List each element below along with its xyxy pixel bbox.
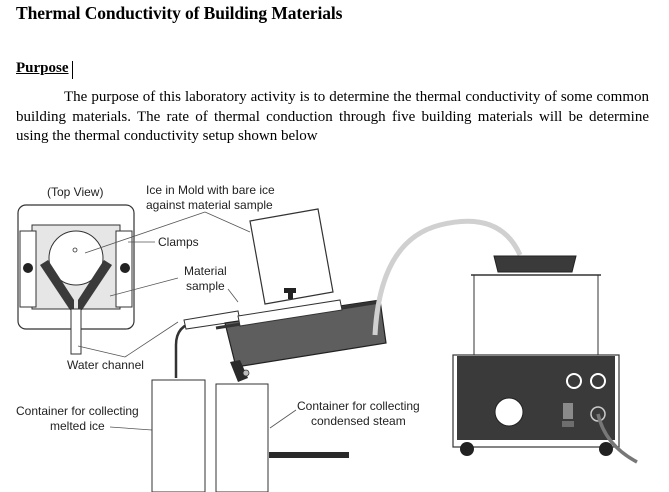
side-view-apparatus	[174, 208, 523, 382]
material-sample-slab	[237, 299, 343, 327]
outlet-screw	[242, 369, 250, 377]
label-material-2: sample	[186, 279, 225, 293]
label-top-view: (Top View)	[47, 185, 103, 199]
power-switch-base	[562, 421, 574, 427]
indicator-light-right	[590, 373, 606, 389]
label-material-1: Material	[184, 264, 227, 278]
label-steam-1: Container for collecting	[297, 399, 420, 413]
top-view-figure	[17, 204, 135, 355]
right-clamp-screw	[120, 263, 130, 273]
left-foot	[460, 442, 474, 456]
left-channel-wing	[40, 260, 74, 310]
ice-mold-knob	[284, 288, 296, 293]
melted-ice-container	[151, 379, 206, 492]
steam-hose	[372, 218, 523, 336]
document-title: Thermal Conductivity of Building Materia…	[16, 3, 343, 23]
label-water-channel: Water channel	[67, 358, 144, 372]
label-ice-mold-2: against material sample	[146, 198, 273, 212]
power-switch	[563, 403, 573, 419]
label-clamps: Clamps	[158, 235, 199, 249]
steam-generator	[452, 255, 638, 464]
steam-outlet	[230, 360, 248, 382]
indicator-light-left	[566, 373, 582, 389]
text-cursor	[72, 61, 73, 79]
right-channel-wing	[78, 260, 112, 310]
right-foot	[599, 442, 613, 456]
section-heading-purpose: Purpose	[16, 60, 69, 76]
label-melted-ice-2: melted ice	[50, 419, 105, 433]
ice-mold-circle	[48, 230, 104, 286]
purpose-paragraph: The purpose of this laboratory activity …	[16, 89, 649, 144]
left-clamp-screw	[23, 263, 33, 273]
thermal-conductivity-setup-diagram: (Top View) Ice in Mold with bare ice aga…	[16, 183, 638, 492]
container-base-bar	[269, 452, 349, 458]
generator-lid	[493, 255, 577, 273]
ice-mold-box	[249, 208, 334, 305]
generator-panel	[457, 356, 615, 440]
ice-mold-center	[72, 247, 78, 253]
temperature-dial	[494, 397, 524, 427]
leader-lines	[77, 211, 297, 431]
drain-tube	[174, 320, 197, 378]
ice-mold-knob-stem	[288, 292, 293, 299]
condensed-steam-container	[215, 383, 269, 492]
water-channel	[70, 308, 82, 355]
label-melted-ice-1: Container for collecting	[16, 404, 139, 418]
label-steam-2: condensed steam	[311, 414, 406, 428]
power-cord	[596, 413, 638, 464]
power-socket	[590, 406, 606, 422]
label-ice-mold-1: Ice in Mold with bare ice	[146, 183, 275, 197]
